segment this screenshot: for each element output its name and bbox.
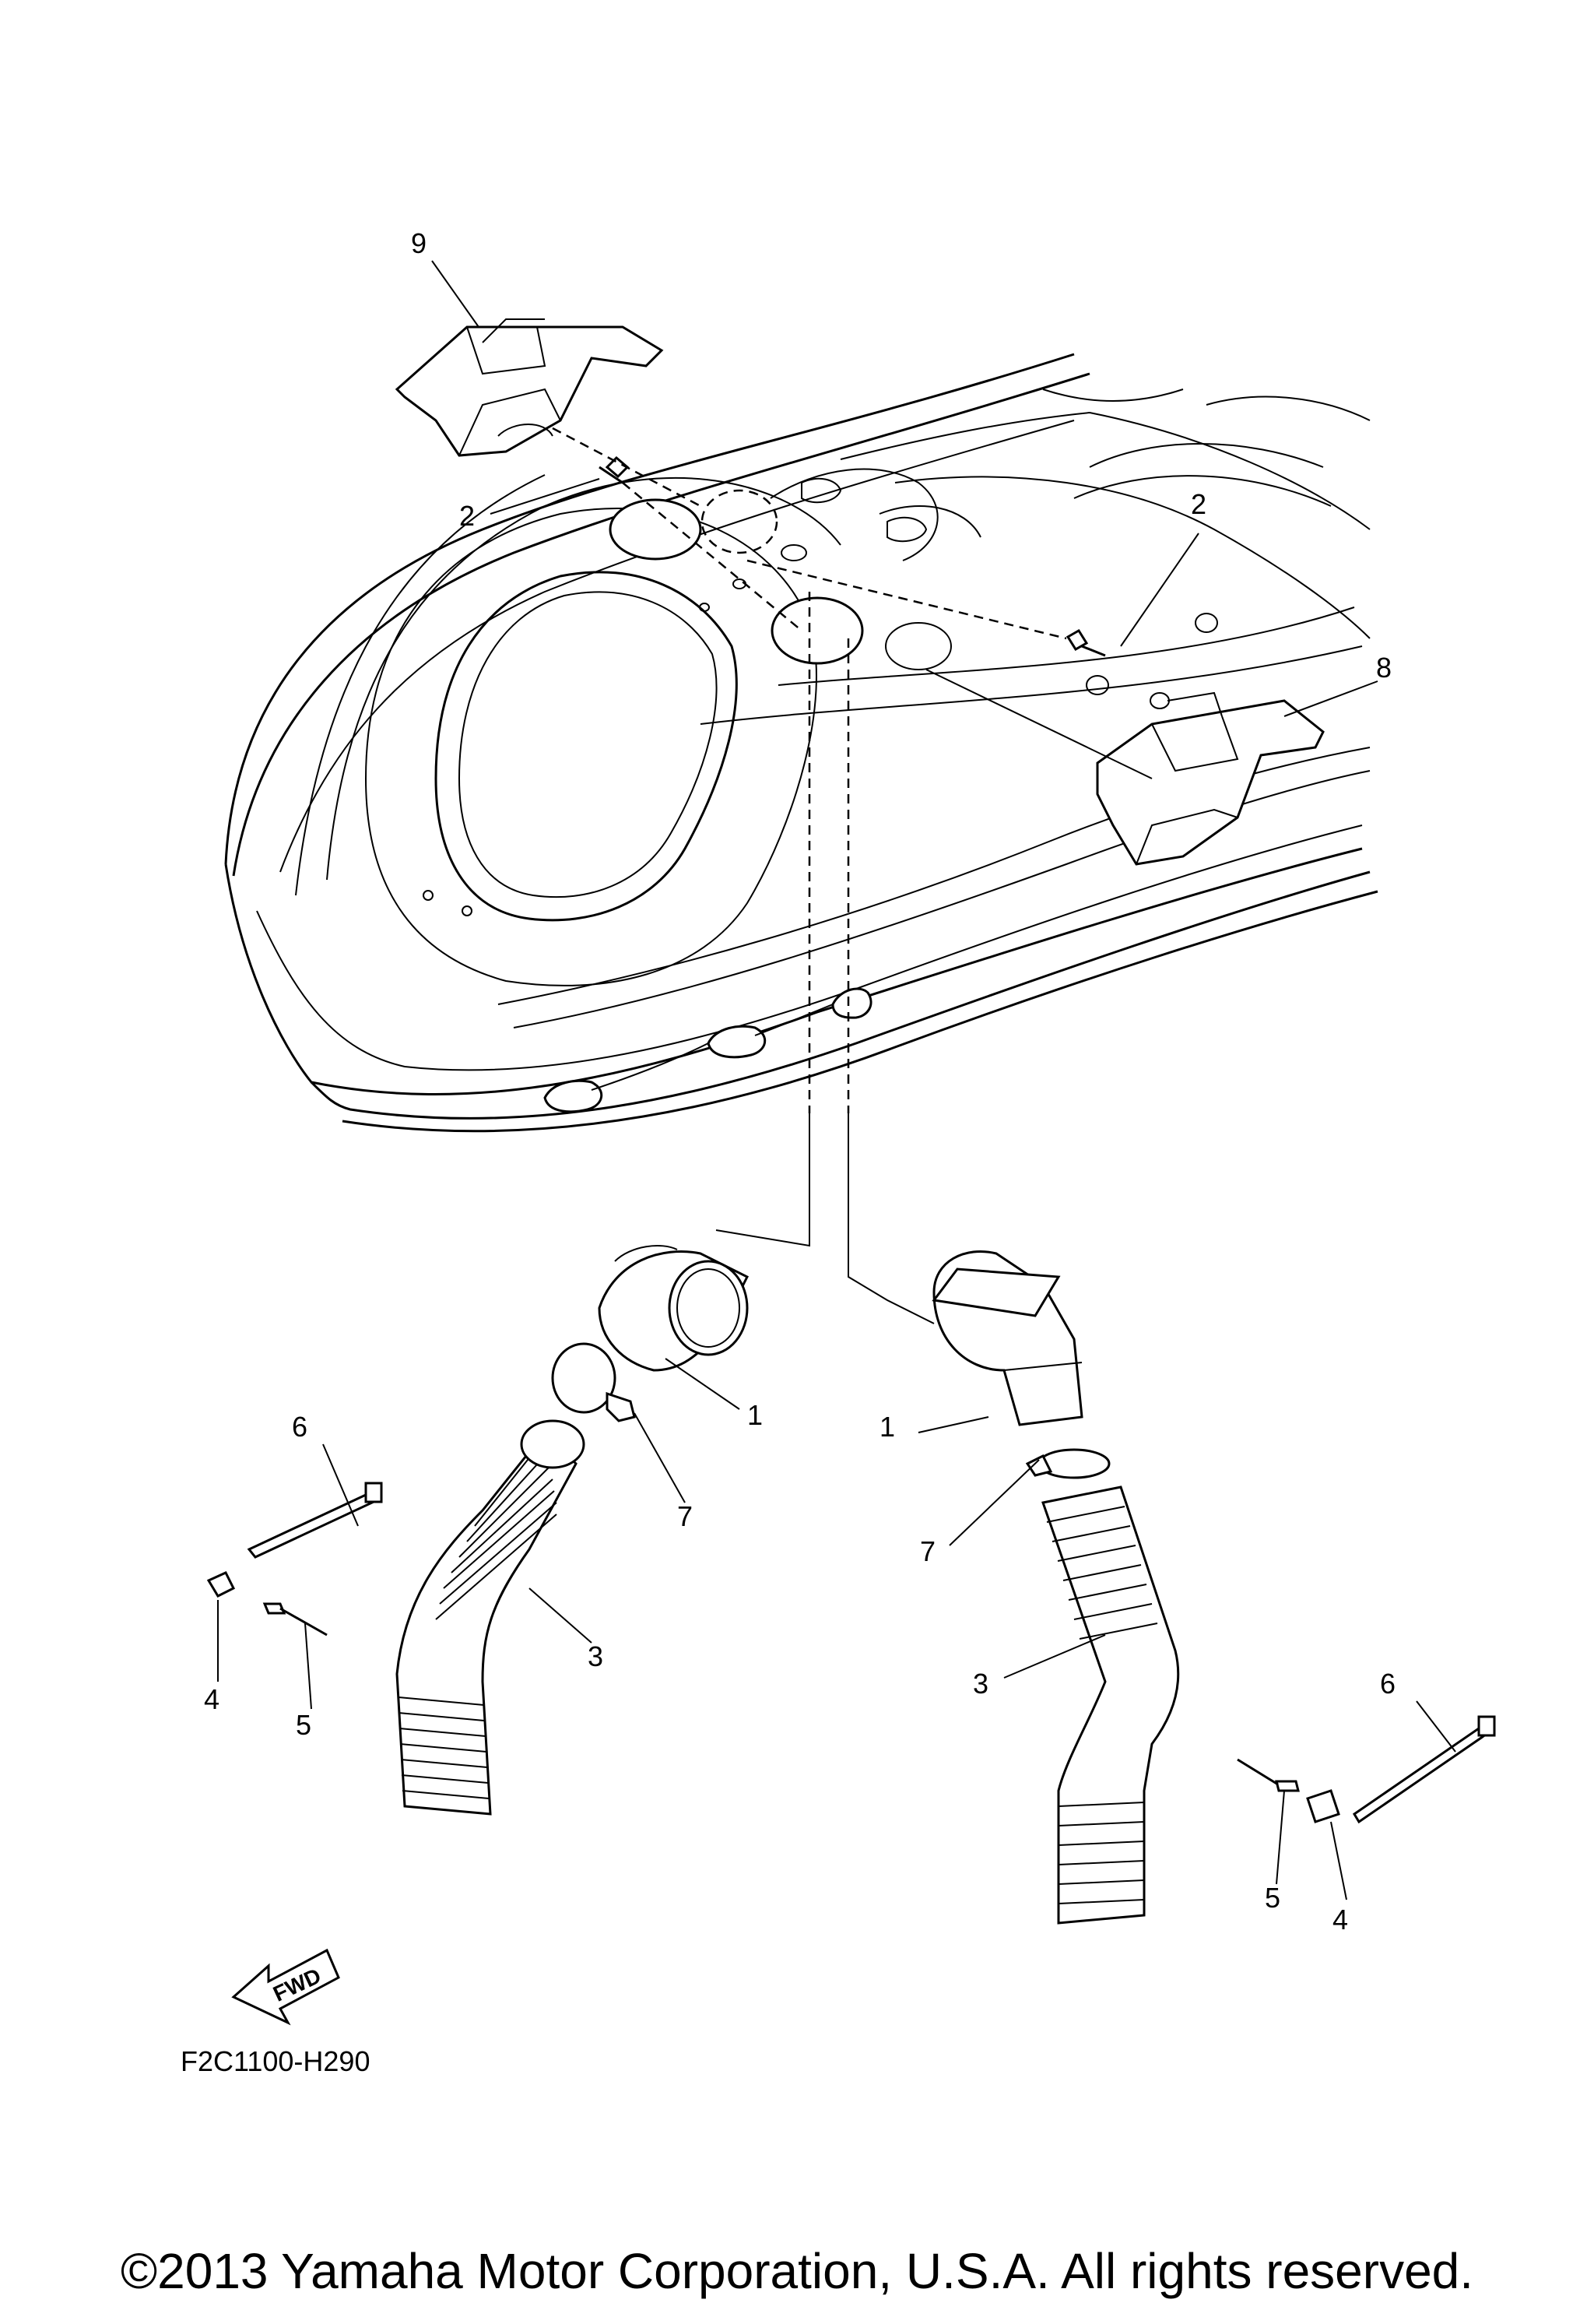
duct-elbow-1-right — [932, 1250, 1083, 1426]
callout-4-left: 4 — [204, 1683, 219, 1715]
callout-3-right: 3 — [973, 1668, 988, 1700]
leader-lines — [217, 260, 1456, 1900]
callout-9: 9 — [411, 227, 427, 259]
cable-tie-6-left — [247, 1482, 383, 1559]
callout-2-left: 2 — [459, 500, 475, 532]
callout-5-right: 5 — [1265, 1882, 1280, 1914]
callout-7-right: 7 — [920, 1535, 936, 1567]
callout-2-right: 2 — [1191, 488, 1206, 520]
callout-6-right: 6 — [1380, 1668, 1396, 1700]
vent-cover-8 — [1096, 691, 1325, 866]
duct-hose-3-right — [1041, 1485, 1180, 1925]
copyright-notice: ©2013 Yamaha Motor Corporation, U.S.A. A… — [120, 2243, 1474, 2299]
fwd-arrow-icon: FWD — [231, 1948, 340, 2026]
drawing-code: F2C1100-H290 — [181, 2045, 370, 2077]
screw-2-right — [1066, 628, 1106, 657]
hose-clamp-7-right — [1025, 1448, 1111, 1479]
callout-4-right: 4 — [1332, 1904, 1348, 1935]
duct-elbow-1-left — [598, 1245, 750, 1372]
clamp-4-left — [206, 1571, 236, 1598]
hose-clamp-7-left — [551, 1342, 636, 1422]
callout-5-left: 5 — [296, 1709, 311, 1741]
callout-8: 8 — [1376, 652, 1392, 684]
callout-7-left: 7 — [677, 1500, 693, 1532]
callout-labels: 9 2 2 8 1 1 7 7 6 6 3 3 4 4 5 5 — [204, 227, 1396, 1935]
vent-cover-9 — [395, 318, 664, 457]
rivet-5-right — [1237, 1758, 1300, 1792]
cable-tie-6-right — [1352, 1715, 1496, 1824]
callout-3-left: 3 — [588, 1640, 603, 1672]
watercraft-deck — [224, 353, 1378, 1133]
callout-6-left: 6 — [292, 1411, 307, 1443]
callout-1-right: 1 — [880, 1411, 895, 1443]
duct-hose-3-left — [395, 1419, 585, 1816]
rivet-5-left — [262, 1602, 328, 1637]
clamp-4-right — [1306, 1789, 1340, 1823]
callout-1-left: 1 — [747, 1399, 763, 1431]
screw-2-left — [599, 455, 630, 484]
assembly-lines — [552, 427, 1153, 1324]
